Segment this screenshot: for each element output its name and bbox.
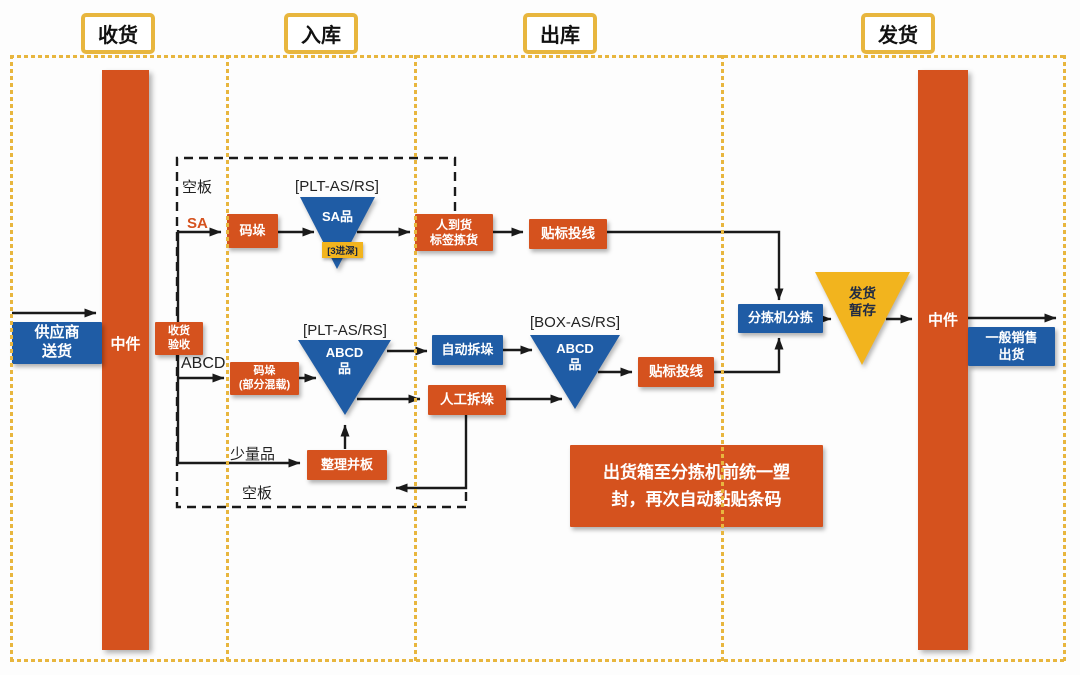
lane-separator-inbound-outbound xyxy=(414,55,417,662)
node-palletize-abcd: 码垛 (部分混载) xyxy=(230,362,299,395)
node-palletize-sa: 码垛 xyxy=(227,214,278,248)
box-rack-bracket-label: [BOX-AS/RS] xyxy=(529,314,621,331)
lane-separator-receiving-inbound xyxy=(226,55,229,662)
sa-rack-triangle xyxy=(300,197,375,269)
lane-border-left xyxy=(10,55,13,662)
lane-header-outbound: 出库 xyxy=(523,13,597,54)
arrow-manual-depal-to-merge xyxy=(395,415,468,493)
node-sorter-sort: 分拣机分拣 xyxy=(738,304,823,333)
label-sa: SA xyxy=(187,215,208,232)
right-conveyor-bar: 中件 xyxy=(918,70,968,650)
label-empty-pallet-bottom: 空板 xyxy=(242,485,273,502)
node-receiving-inspection: 收货 验收 xyxy=(155,322,203,355)
lane-border-bottom xyxy=(10,659,1066,662)
label-empty-pallet-top: 空板 xyxy=(182,179,213,196)
right-bar-label: 中件 xyxy=(927,312,958,329)
shipping-buffer-label: 发货 暂存 xyxy=(849,286,876,318)
sa-rack-depth-tag: [3进深] xyxy=(322,242,363,258)
node-general-sales-out: 一般销售 出货 xyxy=(968,327,1055,366)
left-conveyor-bar: 中件 xyxy=(102,70,149,650)
plt-rack-label: ABCD 品 xyxy=(325,345,364,377)
node-manual-depalletize: 人工拆垛 xyxy=(428,385,506,415)
plt-rack-triangle xyxy=(298,340,391,415)
node-auto-depalletize: 自动拆垛 xyxy=(432,335,503,365)
node-label-line-top: 贴标投线 xyxy=(529,219,607,249)
node-supplier-delivery: 供应商 送货 xyxy=(12,322,102,364)
node-label-line-bottom: 贴标投线 xyxy=(638,357,714,387)
label-small-qty: 少量品 xyxy=(230,446,276,463)
left-bar-label: 中件 xyxy=(110,336,141,353)
lane-header-receiving: 收货 xyxy=(81,13,155,54)
plt-rack-bracket-label: [PLT-AS/RS] xyxy=(303,322,387,339)
lane-separator-outbound-shipping xyxy=(721,55,724,662)
lane-border-right xyxy=(1063,55,1066,662)
node-person-to-goods-pick: 人到货 标签拣货 xyxy=(415,214,493,251)
lane-border-top xyxy=(10,55,1066,58)
arrow-label-bottom-to-sorter xyxy=(714,337,784,374)
box-rack-triangle xyxy=(530,335,620,409)
sa-rack-label: SA品 xyxy=(321,209,354,224)
note-box: 出货箱至分拣机前统一塑 封，再次自动黏贴条码 xyxy=(570,445,823,527)
sa-rack-bracket-label: [PLT-AS/RS] xyxy=(295,178,379,195)
shipping-buffer-triangle xyxy=(815,272,910,365)
lane-header-inbound: 入库 xyxy=(284,13,358,54)
node-merge-pallet: 整理并板 xyxy=(307,450,387,480)
arrow-label-top-to-sorter xyxy=(607,230,784,301)
lane-header-shipping: 发货 xyxy=(861,13,935,54)
box-rack-label: ABCD 品 xyxy=(556,341,594,373)
label-abcd: ABCD xyxy=(181,355,226,372)
